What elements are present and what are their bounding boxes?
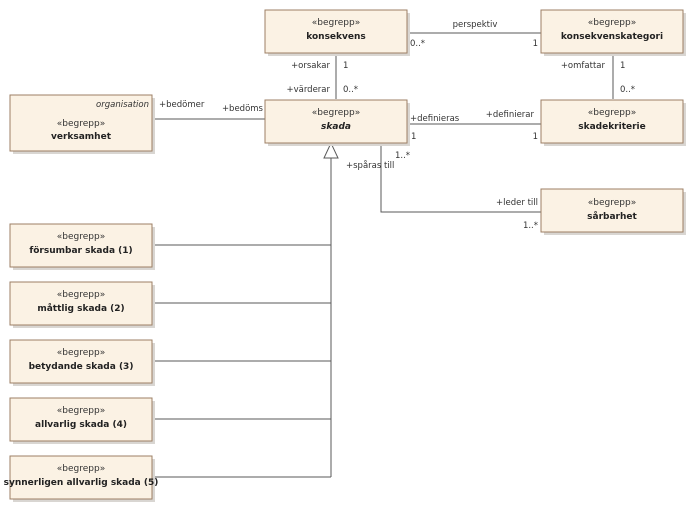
- role-omfattar: +omfattar: [561, 61, 606, 71]
- role-varderar: +värderar: [286, 85, 330, 95]
- class-synnerligen-allvarlig-skada[interactable]: «begrepp» synnerligen allvarlig skada (5…: [4, 455, 159, 502]
- connectors: [153, 32, 614, 478]
- stereotype-label: «begrepp»: [588, 18, 636, 28]
- stereotype-label: «begrepp»: [57, 406, 105, 416]
- stereotype-label: «begrepp»: [57, 119, 105, 129]
- stereotype-label: «begrepp»: [312, 108, 360, 118]
- class-name-skada: skada: [321, 122, 351, 132]
- class-name-allvarlig: allvarlig skada (4): [35, 420, 127, 430]
- role-bedomer: +bedömer: [159, 100, 205, 110]
- class-name-sarbarhet: sårbarhet: [587, 211, 637, 222]
- role-orsakar: +orsakar: [291, 61, 330, 71]
- multiplicity-konsekvens-perspektiv: 0..*: [410, 39, 425, 49]
- class-name-synnerligen: synnerligen allvarlig skada (5): [4, 478, 159, 488]
- class-name-skadekriterie: skadekriterie: [578, 122, 646, 132]
- multiplicity-skada-sarbarhet-skada: 1..*: [395, 151, 410, 161]
- role-leder-till: +leder till: [496, 198, 538, 208]
- class-name-mattlig: måttlig skada (2): [37, 303, 124, 314]
- class-konsekvenskategori[interactable]: «begrepp» konsekvenskategori: [540, 9, 686, 56]
- class-konsekvens[interactable]: «begrepp» konsekvens: [264, 9, 410, 56]
- stereotype-label: «begrepp»: [57, 290, 105, 300]
- class-name-forsumbar: försumbar skada (1): [29, 246, 132, 256]
- class-skadekriterie[interactable]: «begrepp» skadekriterie: [540, 99, 686, 146]
- stereotype-label: «begrepp»: [57, 464, 105, 474]
- class-allvarlig-skada[interactable]: «begrepp» allvarlig skada (4): [9, 397, 155, 444]
- multiplicity-skada-kriterie-skada: 1: [411, 132, 416, 142]
- stereotype-label: «begrepp»: [588, 108, 636, 118]
- stereotype-label: «begrepp»: [312, 18, 360, 28]
- class-name-konsekvens: konsekvens: [306, 32, 366, 42]
- class-name-konsekvenskategori: konsekvenskategori: [561, 32, 663, 42]
- generalization-arrowhead: [323, 141, 339, 159]
- stereotype-label: «begrepp»: [588, 198, 636, 208]
- class-forsumbar-skada[interactable]: «begrepp» försumbar skada (1): [9, 223, 155, 270]
- stereotype-label: «begrepp»: [57, 232, 105, 242]
- multiplicity-konsekvens-skada-bottom: 0..*: [343, 85, 358, 95]
- package-label-organisation: organisation: [96, 100, 149, 110]
- class-name-betydande: betydande skada (3): [29, 362, 134, 372]
- class-mattlig-skada[interactable]: «begrepp» måttlig skada (2): [9, 281, 155, 328]
- stereotype-label: «begrepp»: [57, 348, 105, 358]
- multiplicity-kategori-kriterie-top: 1: [620, 61, 625, 71]
- multiplicity-kategori-perspektiv: 1: [533, 39, 538, 49]
- generalization-tree: [153, 141, 339, 478]
- class-name-verksamhet: verksamhet: [51, 132, 112, 142]
- role-definieras: +definieras: [410, 114, 460, 124]
- class-betydande-skada[interactable]: «begrepp» betydande skada (3): [9, 339, 155, 386]
- role-bedoms: +bedöms: [222, 104, 264, 114]
- class-skada[interactable]: «begrepp» skada: [264, 99, 410, 146]
- multiplicity-skada-kriterie-kriterie: 1: [533, 132, 538, 142]
- class-verksamhet[interactable]: organisation «begrepp» verksamhet: [9, 94, 155, 154]
- role-definierar: +definierar: [486, 110, 535, 120]
- role-sparas-till: +spåras till: [346, 160, 394, 171]
- assoc-skada-sarbarhet: [380, 143, 541, 213]
- multiplicity-skada-sarbarhet-sarbarhet: 1..*: [523, 221, 538, 231]
- multiplicity-konsekvens-skada-top: 1: [343, 61, 348, 71]
- class-sarbarhet[interactable]: «begrepp» sårbarhet: [540, 188, 686, 235]
- multiplicity-kategori-kriterie-bottom: 0..*: [620, 85, 635, 95]
- assoc-name-perspektiv: perspektiv: [453, 20, 498, 30]
